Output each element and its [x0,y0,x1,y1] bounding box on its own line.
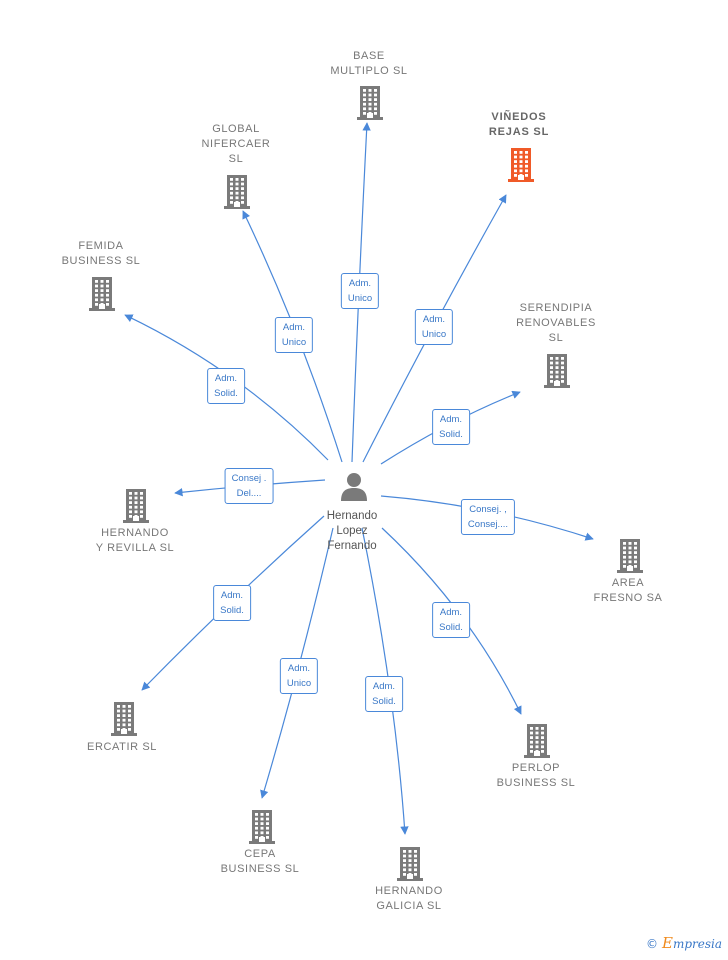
role-badge-line: Solid. [220,605,244,616]
company-label-line: VIÑEDOS [491,111,547,123]
company-label-line: FRESNO SA [593,592,663,604]
center-person-name[interactable]: Hernando Lopez Fernando [326,510,378,552]
person-icon[interactable] [340,472,368,507]
building-icon-vinedos-rejas[interactable] [507,146,535,187]
role-badge-line: Adm. [348,278,372,289]
role-badge-line: Solid. [439,429,463,440]
company-label-line: REJAS SL [488,126,550,138]
role-badge-line: Adm. [439,414,463,425]
building-icon-base-multiplo[interactable] [356,84,384,125]
company-label-global-nifercaer[interactable]: GLOBAL NIFERCAER SL [202,122,271,167]
company-label-femida-business[interactable]: FEMIDA BUSINESS SL [62,239,141,269]
company-label-line: GLOBAL [212,123,260,135]
role-badge-global-nifercaer[interactable]: Adm. Unico [274,317,314,353]
company-label-line: MULTIPLO SL [330,65,408,77]
role-badge-line: Del.... [236,488,262,499]
building-icon-hernando-galicia[interactable] [396,845,424,886]
role-badge-vinedos-rejas[interactable]: Adm. Unico [414,309,454,345]
building-icon-ercatir[interactable] [110,700,138,741]
building-icon-femida-business[interactable] [88,275,116,316]
company-label-line: GALICIA SL [376,900,442,912]
company-label-serendipia-renovables[interactable]: SERENDIPIA RENOVABLES SL [516,301,596,346]
role-badge-line: Solid. [214,388,238,399]
company-label-ercatir[interactable]: ERCATIR SL [87,740,157,755]
company-label-area-fresno[interactable]: AREA FRESNO SA [594,576,663,606]
role-badge-line: Solid. [439,622,463,633]
role-badge-serendipia-renovables[interactable]: Adm. Solid. [432,409,470,445]
role-badge-line: Unico [421,329,447,340]
role-badge-line: Unico [281,337,307,348]
building-icon-serendipia-renovables[interactable] [543,352,571,393]
role-badge-line: Adm. [282,322,306,333]
company-label-line: RENOVABLES [516,317,596,329]
company-label-line: PERLOP [511,762,561,774]
company-label-hernando-galicia[interactable]: HERNANDO GALICIA SL [375,884,443,914]
company-label-line: HERNANDO [101,527,169,539]
company-label-line: FEMIDA [78,240,124,252]
role-badge-cepa-business[interactable]: Adm. Unico [279,658,319,694]
role-badge-line: Consej. , [469,504,507,515]
role-badge-line: Adm. [287,663,311,674]
company-label-base-multiplo[interactable]: BASE MULTIPLO SL [330,49,407,79]
company-label-line: CEPA [244,848,276,860]
building-icon-cepa-business[interactable] [248,808,276,849]
company-label-line: BUSINESS SL [61,255,141,267]
role-badge-hernando-y-revilla[interactable]: Consej . Del.... [224,468,274,504]
company-label-line: ERCATIR SL [87,741,157,753]
role-badge-line: Adm. [214,373,238,384]
company-label-perlop-business[interactable]: PERLOP BUSINESS SL [497,761,576,791]
role-badge-line: Solid. [372,696,396,707]
role-badge-line: Adm. [372,681,396,692]
company-label-line: NIFERCAER [201,138,271,150]
role-badge-line: Consej.... [467,519,509,530]
role-badge-line: Unico [286,678,312,689]
building-icon-area-fresno[interactable] [616,537,644,578]
role-badge-perlop-business[interactable]: Adm. Solid. [432,602,470,638]
company-label-line: BUSINESS SL [220,863,300,875]
building-icon-perlop-business[interactable] [523,722,551,763]
role-badge-femida-business[interactable]: Adm. Solid. [207,368,245,404]
company-label-cepa-business[interactable]: CEPA BUSINESS SL [221,847,300,877]
company-label-line: BASE [353,50,385,62]
role-badge-line: Adm. [439,607,463,618]
brand-watermark: ©Empresia [645,934,722,952]
role-badge-area-fresno[interactable]: Consej. , Consej.... [460,499,516,535]
role-badge-line: Adm. [220,590,244,601]
role-badge-line: Adm. [422,314,446,325]
role-badge-ercatir[interactable]: Adm. Solid. [213,585,251,621]
company-label-line: SL [228,153,244,165]
company-label-line: HERNANDO [375,885,443,897]
role-badge-line: Unico [347,293,373,304]
role-badge-base-multiplo[interactable]: Adm. Unico [340,273,380,309]
company-label-vinedos-rejas[interactable]: VIÑEDOS REJAS SL [489,110,549,140]
role-badge-hernando-galicia[interactable]: Adm. Solid. [365,676,403,712]
building-icon-hernando-y-revilla[interactable] [122,487,150,528]
company-label-hernando-y-revilla[interactable]: HERNANDO Y REVILLA SL [96,526,175,556]
company-label-line: Y REVILLA SL [95,542,175,554]
building-icon-global-nifercaer[interactable] [223,173,251,214]
role-badge-line: Consej . [231,473,267,484]
company-label-line: BUSINESS SL [496,777,576,789]
company-label-line: SL [548,332,564,344]
company-label-line: SERENDIPIA [519,302,593,314]
company-label-line: AREA [611,577,645,589]
